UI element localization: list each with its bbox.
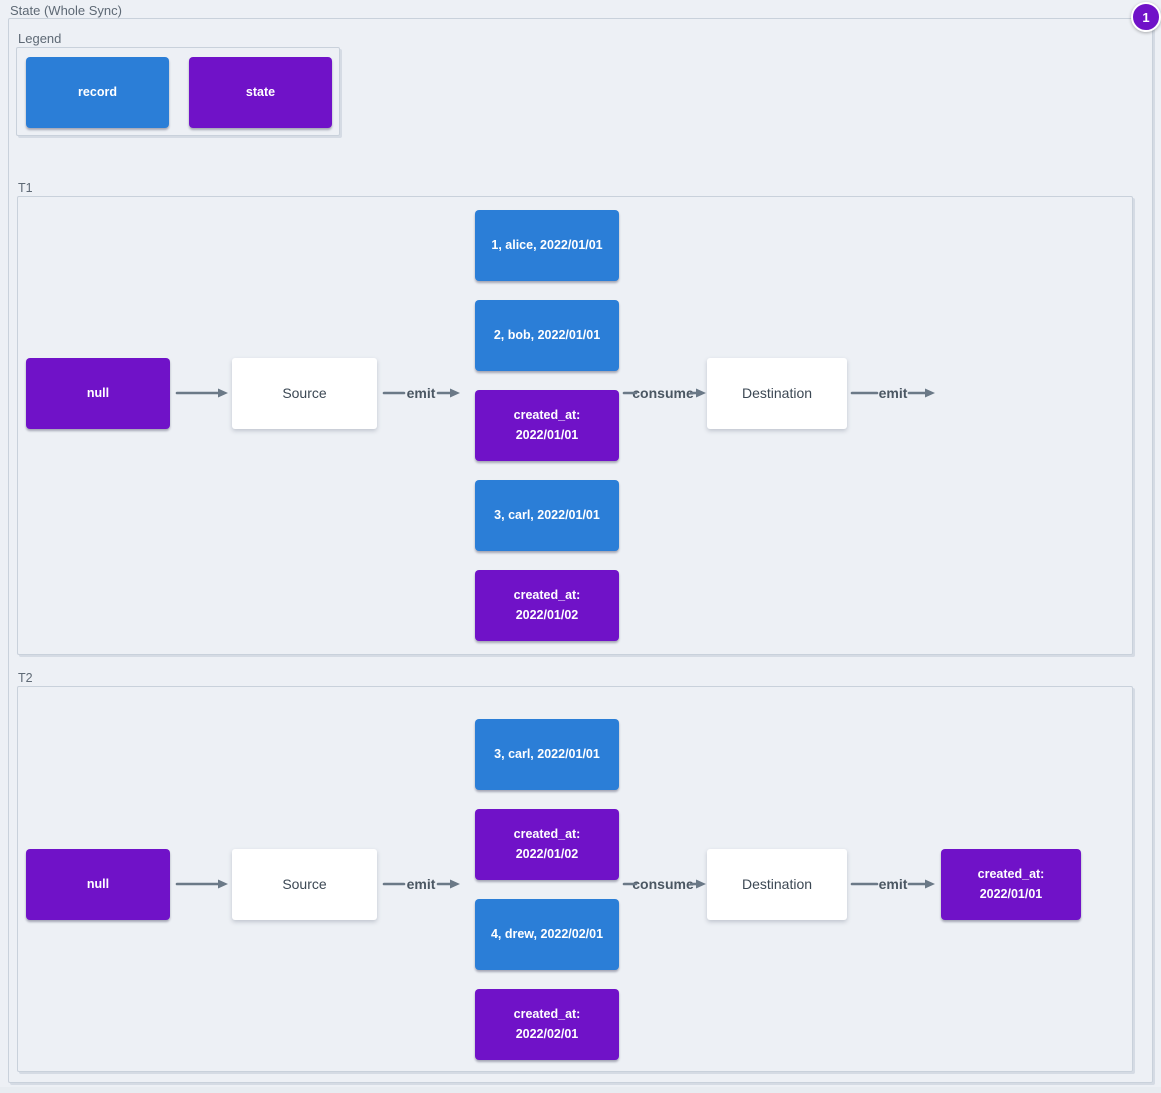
- destination-node: Destination: [707, 358, 847, 429]
- state-node: created_at: 2022/01/02: [475, 809, 619, 880]
- edge-label-emit_out: emit: [878, 385, 908, 401]
- legend-label: Legend: [18, 31, 62, 46]
- annotation-badge[interactable]: 1: [1131, 2, 1161, 32]
- output-state-node: created_at: 2022/01/01: [941, 849, 1081, 920]
- destination-node: Destination: [707, 849, 847, 920]
- record-node: 3, carl, 2022/01/01: [475, 719, 619, 790]
- record-node: 4, drew, 2022/02/01: [475, 899, 619, 970]
- diagram-outer-frame: [8, 18, 1153, 1083]
- null-state-node: null: [26, 358, 170, 429]
- edge-label-emit_in: emit: [406, 876, 436, 892]
- lane-frame-T1: [17, 196, 1133, 655]
- legend-frame: record state: [16, 47, 340, 136]
- record-node: 1, alice, 2022/01/01: [475, 210, 619, 281]
- state-node: created_at: 2022/02/01: [475, 989, 619, 1060]
- bottom-edge-strip: [0, 1087, 1161, 1093]
- record-node: 2, bob, 2022/01/01: [475, 300, 619, 371]
- edge-label-consume: consume: [632, 876, 694, 892]
- state-node: created_at: 2022/01/01: [475, 390, 619, 461]
- legend-state-swatch: state: [189, 57, 332, 128]
- null-state-node: null: [26, 849, 170, 920]
- diagram-title: State (Whole Sync): [10, 3, 122, 18]
- state-node: created_at: 2022/01/02: [475, 570, 619, 641]
- record-node: 3, carl, 2022/01/01: [475, 480, 619, 551]
- source-node: Source: [232, 849, 377, 920]
- edge-label-consume: consume: [632, 385, 694, 401]
- edge-label-emit_out: emit: [878, 876, 908, 892]
- lane-label-T2: T2: [18, 671, 33, 685]
- lane-label-T1: T1: [18, 181, 33, 195]
- source-node: Source: [232, 358, 377, 429]
- legend-record-swatch: record: [26, 57, 169, 128]
- edge-label-emit_in: emit: [406, 385, 436, 401]
- lane-frame-T2: [17, 686, 1133, 1072]
